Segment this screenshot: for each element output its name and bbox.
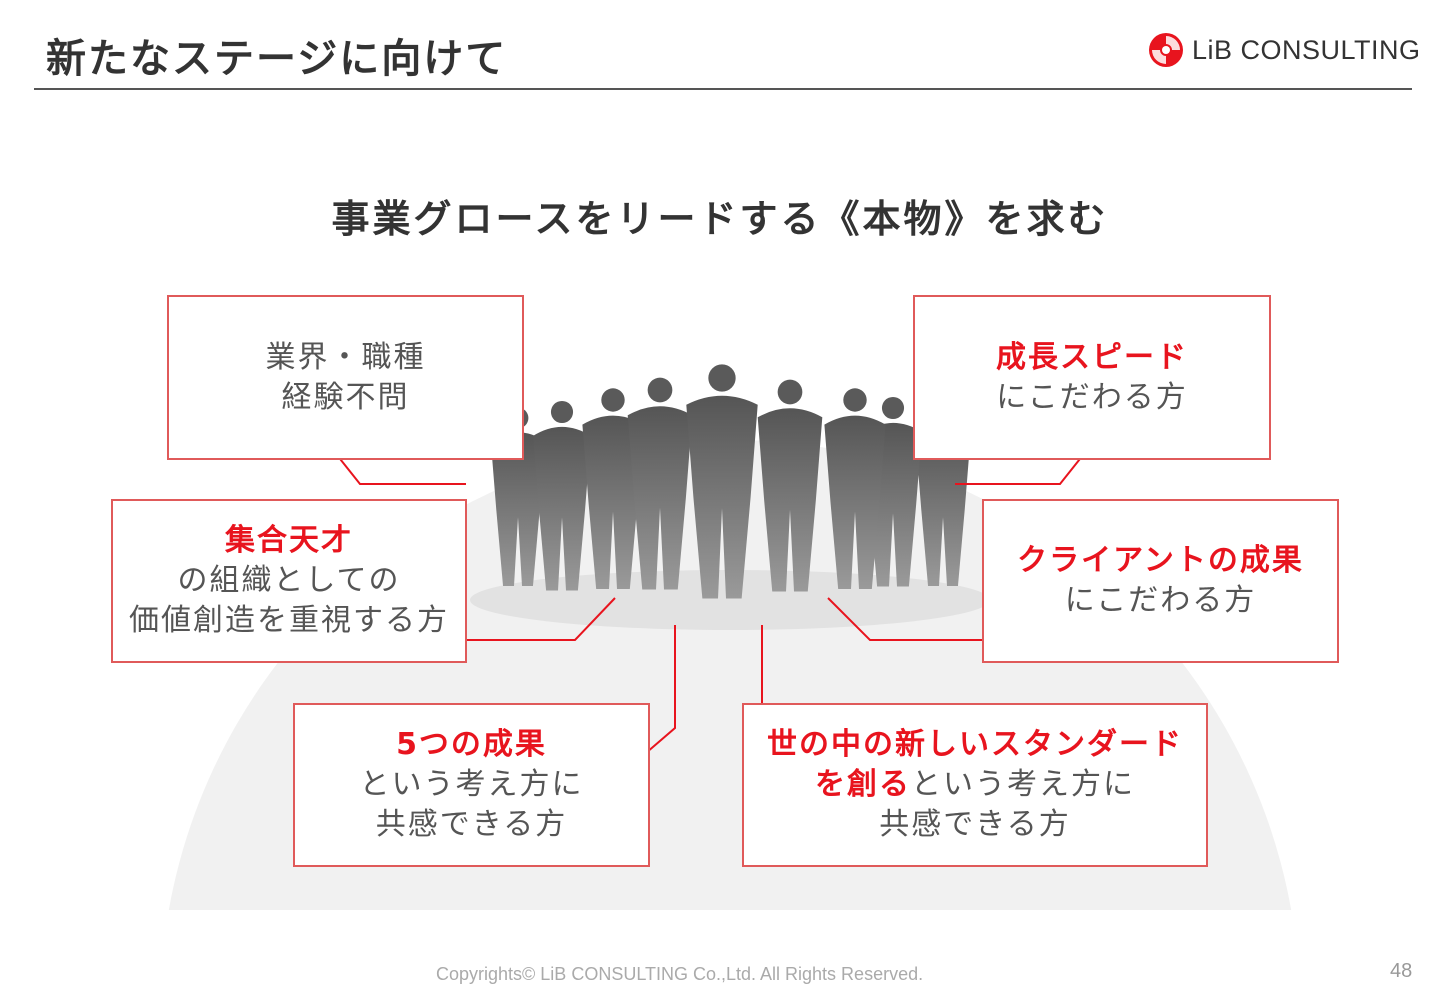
box-growth-speed: 成長スピード にこだわる方 — [913, 295, 1271, 460]
box-highlight: 成長スピード — [996, 339, 1188, 375]
box-text: 経験不問 — [281, 379, 410, 415]
box-text: 共感できる方 — [879, 807, 1071, 842]
logo-text: LiB CONSULTING — [1192, 34, 1421, 65]
title-divider — [34, 88, 1412, 90]
box-highlight: 5つの成果 — [396, 727, 547, 762]
box-text: 業界・職種 — [265, 339, 426, 375]
box-text: という考え方に — [911, 767, 1135, 802]
box-highlight: クライアントの成果 — [1017, 543, 1304, 578]
box-client-results: クライアントの成果 にこだわる方 — [982, 499, 1339, 663]
box-text: 共感できる方 — [375, 807, 568, 842]
box-text: の組織としての — [177, 563, 401, 598]
box-five-results: 5つの成果 という考え方に 共感できる方 — [293, 703, 650, 867]
box-text: 価値創造を重視する方 — [129, 603, 449, 638]
person-silhouette — [757, 379, 823, 592]
headline: 事業グロースをリードする《本物》を求む — [331, 197, 1109, 241]
box-highlight: 集合天才 — [225, 523, 353, 558]
box-text: という考え方に — [359, 767, 584, 802]
box-industry-experience: 業界・職種 経験不問 — [167, 295, 524, 460]
box-highlight: を創る — [815, 767, 911, 802]
business-people-silhouettes — [490, 364, 971, 599]
company-logo: LiB CONSULTING — [1148, 32, 1421, 68]
person-silhouette — [533, 400, 591, 591]
page-number: 48 — [1390, 960, 1413, 982]
slide-title: 新たなステージに向けて — [46, 36, 508, 82]
box-new-standard: 世の中の新しいスタンダード を創るという考え方に 共感できる方 — [742, 703, 1208, 867]
copyright: Copyrights© LiB CONSULTING Co.,Ltd. All … — [436, 964, 924, 984]
swirl-logo-icon — [1149, 33, 1183, 67]
person-silhouette — [627, 377, 693, 590]
box-collective-genius: 集合天才 の組織としての 価値創造を重視する方 — [111, 499, 467, 663]
box-highlight: 世の中の新しいスタンダード — [767, 727, 1183, 762]
person-silhouette — [824, 388, 886, 589]
person-silhouette — [582, 388, 644, 589]
box-text: にこだわる方 — [996, 379, 1188, 415]
person-silhouette — [686, 364, 758, 599]
box-text: にこだわる方 — [1064, 583, 1257, 618]
